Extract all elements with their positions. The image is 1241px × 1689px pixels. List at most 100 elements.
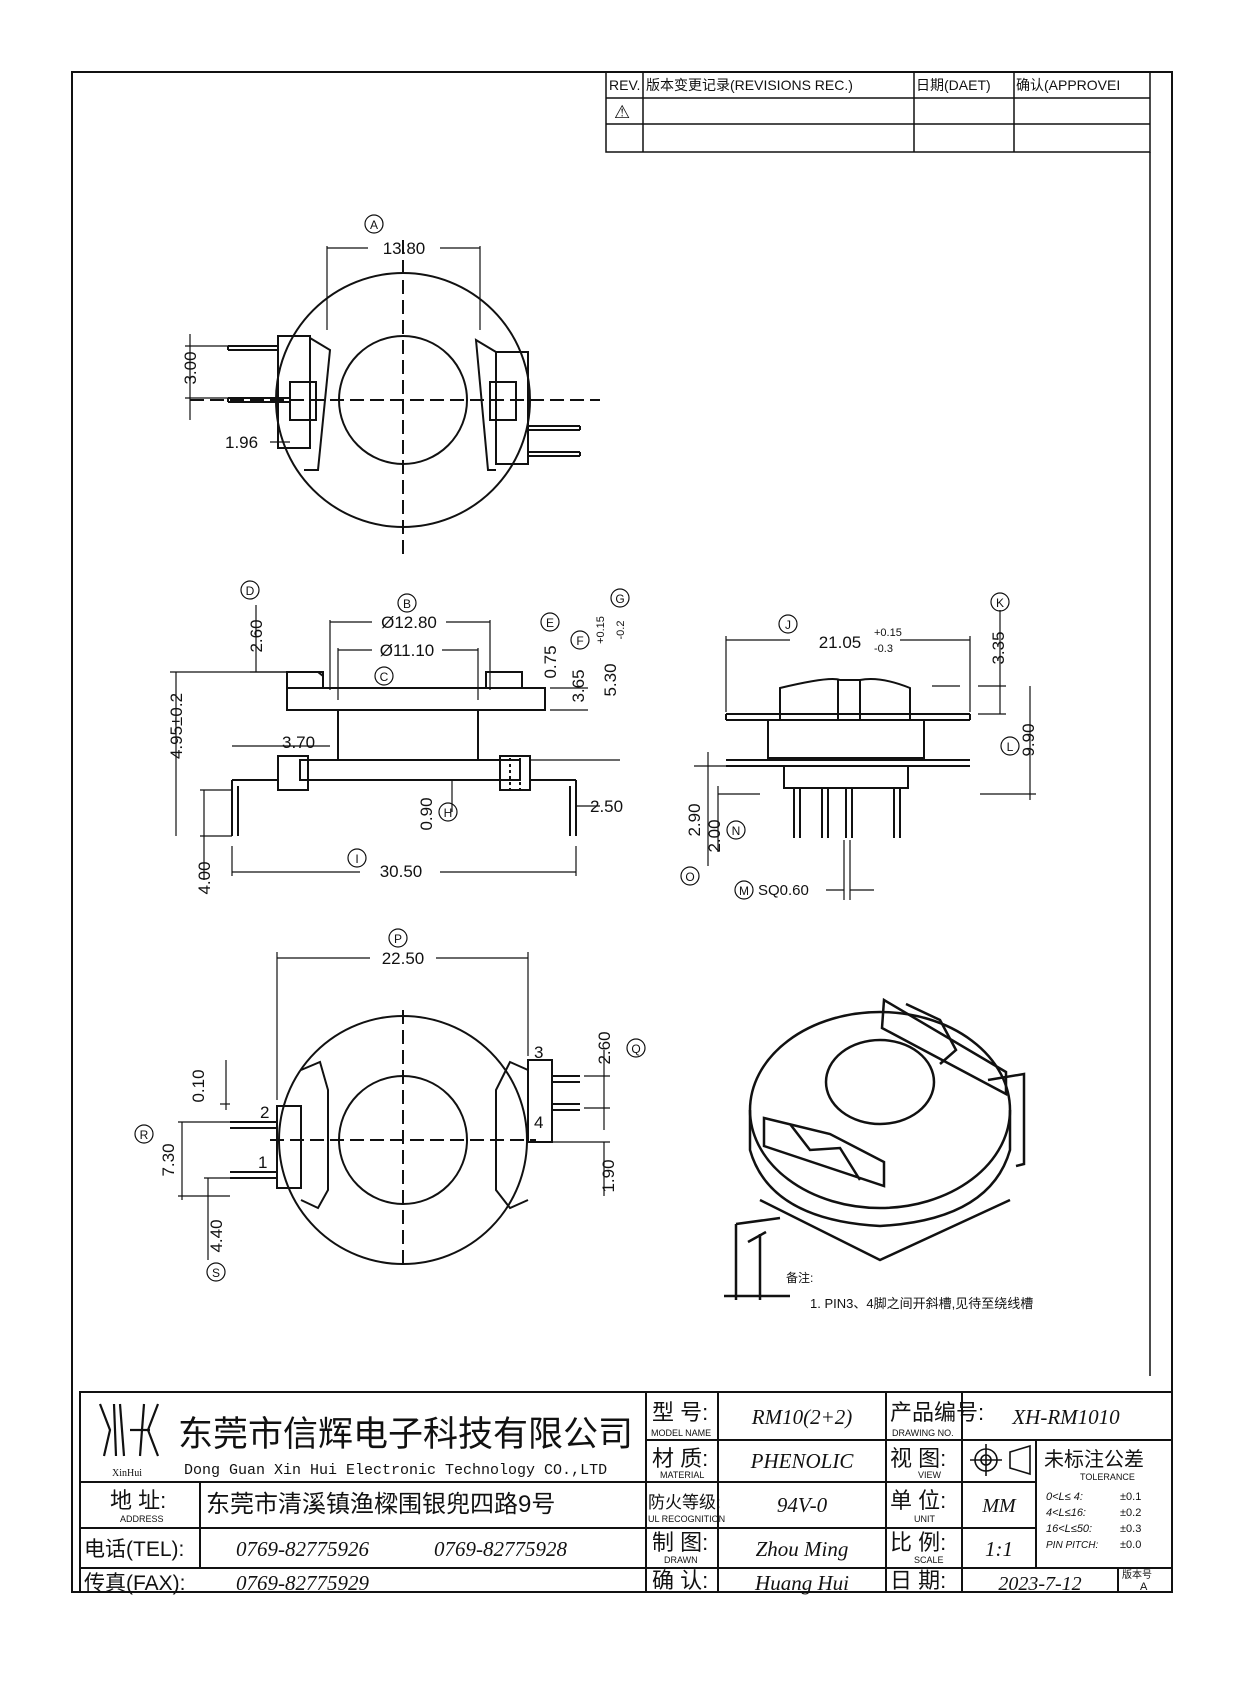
bubble-D <box>240 580 260 600</box>
model-label-en: MODEL NAME <box>651 1428 711 1438</box>
tol-row-4-value: ±0.0 <box>1120 1539 1141 1551</box>
version-label: 版本号 <box>1122 1568 1152 1581</box>
bubble-L <box>1000 736 1020 756</box>
ul-label-en: UL RECOGNITION <box>648 1514 725 1524</box>
confirm-label-cn: 确 认: <box>652 1568 708 1593</box>
dim-E: 0.75 <box>541 645 560 678</box>
title-block-grid <box>79 1391 1173 1593</box>
dim-J: 21.05 <box>819 633 862 652</box>
unit-label-en: UNIT <box>914 1514 935 1524</box>
label-M: M <box>739 884 749 898</box>
dim-R: 7.30 <box>159 1143 178 1176</box>
date-value: 2023-7-12 <box>998 1573 1081 1595</box>
dim-A: 13.80 <box>383 239 426 258</box>
bottom-view <box>230 1010 580 1270</box>
bubble-S <box>206 1262 226 1282</box>
dim-370: 3.70 <box>282 733 315 752</box>
dim-F: 3.65 <box>569 669 588 702</box>
dim-C: Ø11.10 <box>380 641 435 660</box>
tel-value-2: 0769-82775928 <box>434 1537 567 1561</box>
rev-header: REV. <box>609 77 640 93</box>
dim-H: 0.90 <box>417 797 436 830</box>
front-view <box>231 671 577 836</box>
tolerance-title-en: TOLERANCE <box>1080 1472 1135 1482</box>
view-label-cn: 视 图: <box>890 1446 946 1471</box>
address-label-cn: 地 址: <box>110 1488 166 1513</box>
address-label-en: ADDRESS <box>120 1514 164 1524</box>
tolerance-title-cn: 未标注公差 <box>1044 1448 1144 1471</box>
dim-440: 4.40 <box>207 1219 226 1252</box>
bubble-E <box>540 612 560 632</box>
label-N: N <box>732 824 741 838</box>
bubble-J <box>778 614 798 634</box>
warning-icon: ⚠ <box>614 102 630 122</box>
top-view <box>190 240 600 555</box>
company-name-cn: 东莞市信辉电子科技有限公司 <box>178 1415 633 1454</box>
company-logo <box>98 1403 160 1457</box>
drawing-no-label-en: DRAWING NO. <box>892 1428 954 1438</box>
top-view-dims <box>185 246 481 443</box>
record-header: 版本变更记录(REVISIONS REC.) <box>646 77 853 93</box>
dim-B: Ø12.80 <box>381 613 437 632</box>
confirm-value: Huang Hui <box>754 1571 849 1595</box>
scale-value: 1:1 <box>985 1537 1013 1561</box>
bubble-H <box>438 802 458 822</box>
bubble-B <box>397 593 417 613</box>
bubble-F <box>570 630 590 650</box>
front-view-dims <box>170 605 620 880</box>
scale-label-cn: 比 例: <box>890 1530 946 1555</box>
dim-I: 30.50 <box>380 862 423 881</box>
dim-L: 9.90 <box>1019 723 1038 756</box>
dim-G: 5.30 <box>601 663 620 696</box>
unit-value: MM <box>981 1495 1017 1517</box>
label-R: R <box>140 1128 149 1142</box>
dim-J-tol-plus: +0.15 <box>874 627 902 639</box>
label-Q: Q <box>631 1042 640 1056</box>
bubble-M <box>734 880 754 900</box>
logo-text: XinHui <box>112 1468 142 1479</box>
bottom-view-dims <box>178 952 610 1260</box>
drawing-no-value: XH-RM1010 <box>1011 1405 1120 1429</box>
label-F: F <box>576 634 583 648</box>
dim-400: 4.00 <box>195 861 214 894</box>
bubble-A <box>364 214 384 234</box>
label-D: D <box>246 584 255 598</box>
label-I: I <box>355 852 358 866</box>
tol-row-3-value: ±0.3 <box>1120 1523 1141 1535</box>
material-label-cn: 材 质: <box>652 1446 708 1471</box>
dim-top-left-small: 1.96 <box>225 433 258 452</box>
notes-title: 备注: <box>786 1270 813 1285</box>
drawn-label-cn: 制 图: <box>652 1530 708 1555</box>
revision-table <box>605 71 1151 153</box>
label-P: P <box>394 932 402 946</box>
tel-label: 电话(TEL): <box>84 1538 184 1561</box>
bubble-Q <box>626 1038 646 1058</box>
approve-header: 确认(APPROVEI <box>1016 77 1120 93</box>
tol-row-2-value: ±0.2 <box>1120 1507 1141 1519</box>
projection-symbol-icon <box>970 1444 1031 1476</box>
ul-label-cn: 防火等级: <box>648 1493 721 1512</box>
dim-M: SQ0.60 <box>758 882 809 899</box>
fax-value: 0769-82775929 <box>236 1571 369 1595</box>
tol-row-2-range: 4<L≤16: <box>1046 1507 1086 1519</box>
version-value: A <box>1140 1581 1148 1593</box>
bubble-G <box>610 588 630 608</box>
notes-item-1: 1. PIN3、4脚之间开斜槽,见待至绕线槽 <box>810 1296 1033 1311</box>
label-E: E <box>546 616 554 630</box>
label-A: A <box>370 218 378 232</box>
model-value: RM10(2+2) <box>751 1405 852 1429</box>
dim-G-tol-minus: -0.2 <box>615 621 627 640</box>
dim-top-left-vertical: 3.00 <box>181 351 200 384</box>
date-header: 日期(DAET) <box>916 77 991 93</box>
material-label-en: MATERIAL <box>660 1470 704 1480</box>
dim-K: 3.35 <box>989 631 1008 664</box>
pin-3-label: 3 <box>534 1043 543 1062</box>
dim-height: 4.95±0.2 <box>167 693 186 759</box>
dim-P: 22.50 <box>382 949 425 968</box>
pin-2-label: 2 <box>260 1103 269 1122</box>
bubble-K <box>990 592 1010 612</box>
dim-190: 1.90 <box>599 1159 618 1192</box>
drawing-no-label-cn: 产品编号: <box>890 1400 984 1425</box>
